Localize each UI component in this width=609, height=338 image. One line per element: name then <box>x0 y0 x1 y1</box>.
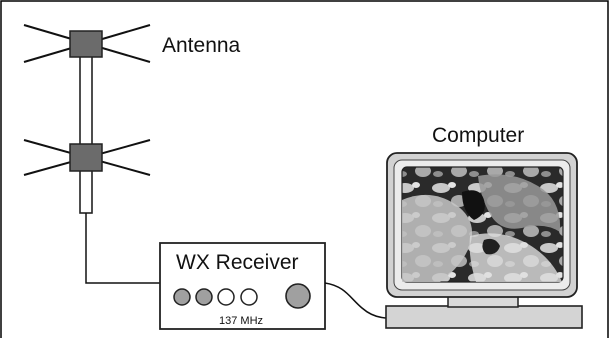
cloud-band-north <box>478 174 561 232</box>
frequency-label: 137 MHz <box>219 315 263 327</box>
monitor-screen <box>401 166 564 283</box>
antenna-mast <box>79 39 93 214</box>
cloud-mass-west <box>402 194 473 282</box>
receiver-tuning-dial <box>285 283 311 309</box>
antenna-cable <box>85 213 160 284</box>
receiver-label: WX Receiver <box>176 251 299 274</box>
receiver-knob-3 <box>217 288 235 306</box>
receiver-knob-2 <box>195 288 213 306</box>
lower-antenna-hub <box>69 143 103 172</box>
lower-dipole <box>23 139 151 176</box>
upper-dipole <box>23 24 151 63</box>
receiver-knob-4 <box>240 288 258 306</box>
receiver-computer-cable <box>324 282 389 319</box>
receiver-knob-1 <box>173 288 191 306</box>
computer-base <box>385 305 583 329</box>
sea-dark-2 <box>482 238 500 255</box>
wx-receiver: WX Receiver 137 MHz <box>159 242 326 330</box>
antenna <box>23 24 151 214</box>
sea-dark <box>462 190 485 220</box>
computer-label: Computer <box>432 124 524 147</box>
computer <box>385 152 583 329</box>
upper-antenna-hub <box>69 30 103 58</box>
antenna-label: Antenna <box>162 34 241 57</box>
